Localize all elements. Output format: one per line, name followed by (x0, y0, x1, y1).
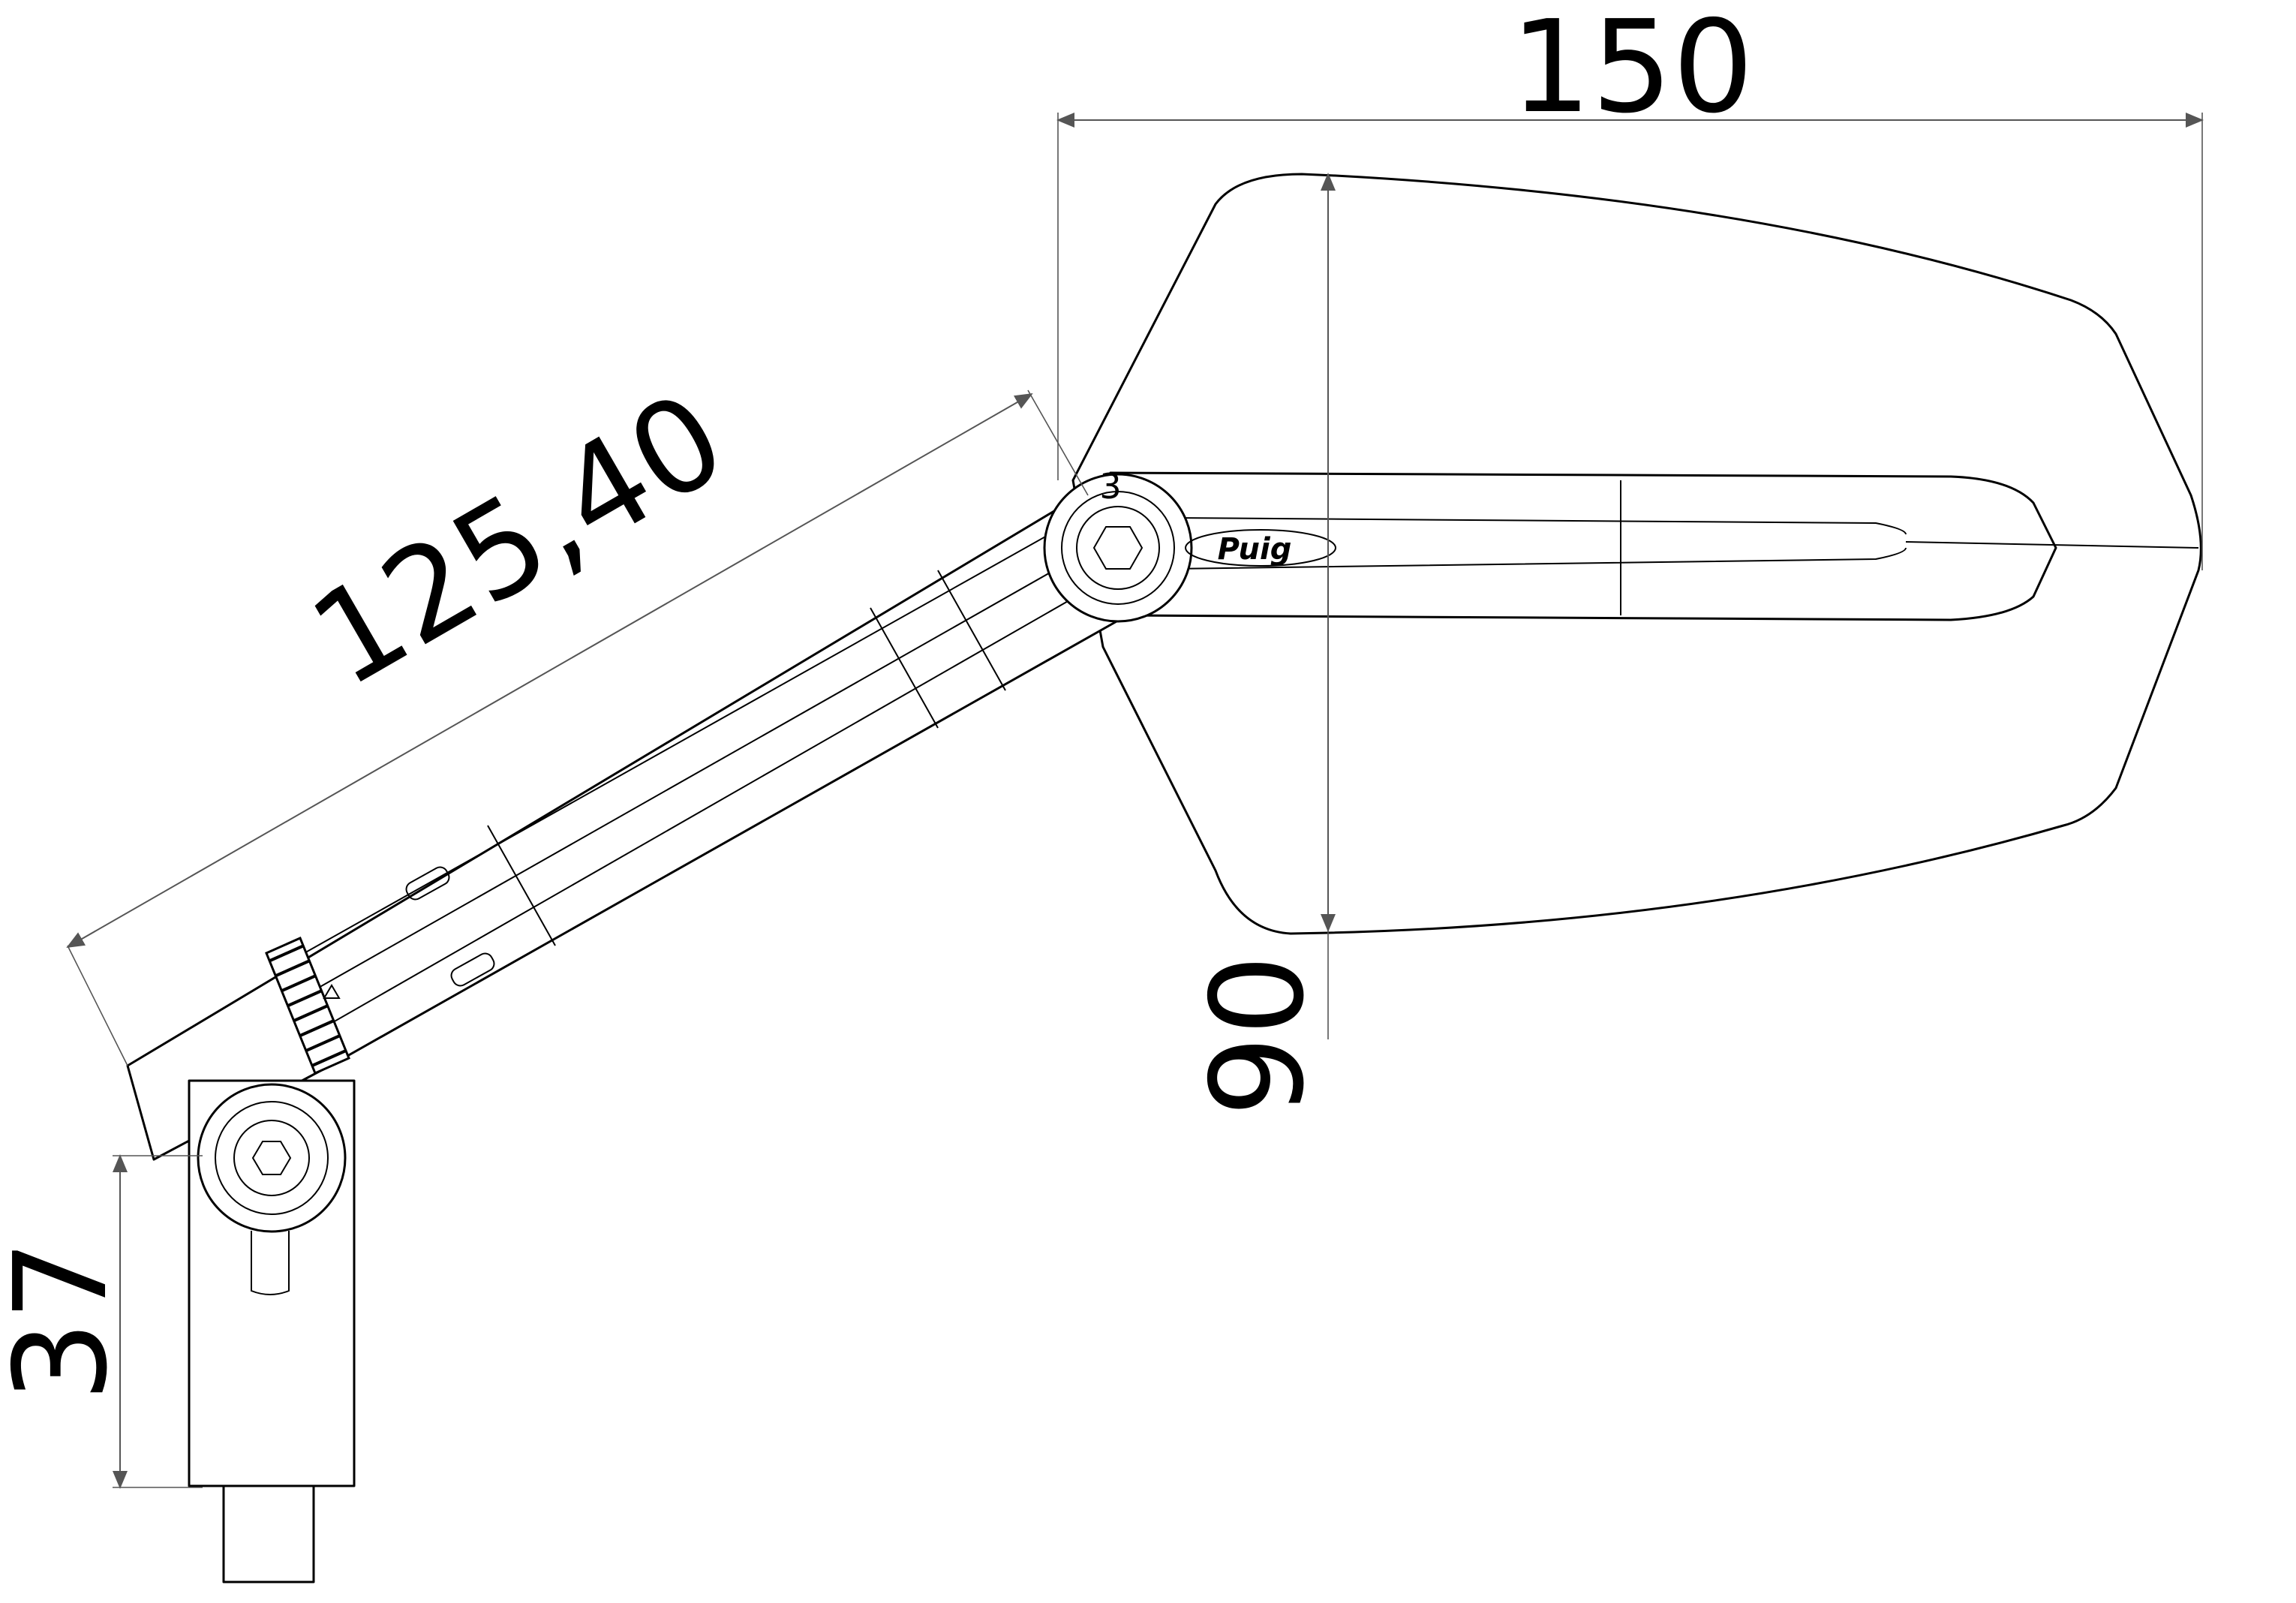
pivot-number: 3 (1099, 466, 1121, 507)
triangle-marker-icon (323, 984, 341, 999)
dim-90-label: 90 (1184, 955, 1333, 1117)
stem-inner-line-lower (1170, 547, 1907, 570)
stem-center-line (1905, 541, 2199, 549)
stem-inner-line-upper (1170, 517, 1907, 535)
mount-slot (251, 1231, 290, 1295)
dim-125-ext-right (1027, 389, 1089, 496)
dim-37-label: 37 (0, 1240, 136, 1402)
extension-arm (126, 494, 1142, 1161)
puig-logo: Puig (1218, 532, 1292, 567)
mirror-stem (1109, 471, 2057, 621)
puig-logo-oval (1185, 529, 1336, 567)
upper-pivot-bolt (1043, 473, 1193, 623)
hex-socket-icon (1092, 526, 1143, 570)
dim-125-ext-left (67, 945, 128, 1066)
lower-pivot-bolt (197, 1083, 347, 1233)
dim-150-label: 150 (1510, 0, 1754, 142)
dim-125-label: 125,40 (288, 364, 749, 716)
knurled-adjustment-ring (265, 937, 350, 1075)
hex-socket-icon (251, 1141, 292, 1175)
dim-125-line (66, 393, 1033, 948)
mount-stud (222, 1484, 315, 1583)
arm-slot-2 (450, 952, 495, 987)
